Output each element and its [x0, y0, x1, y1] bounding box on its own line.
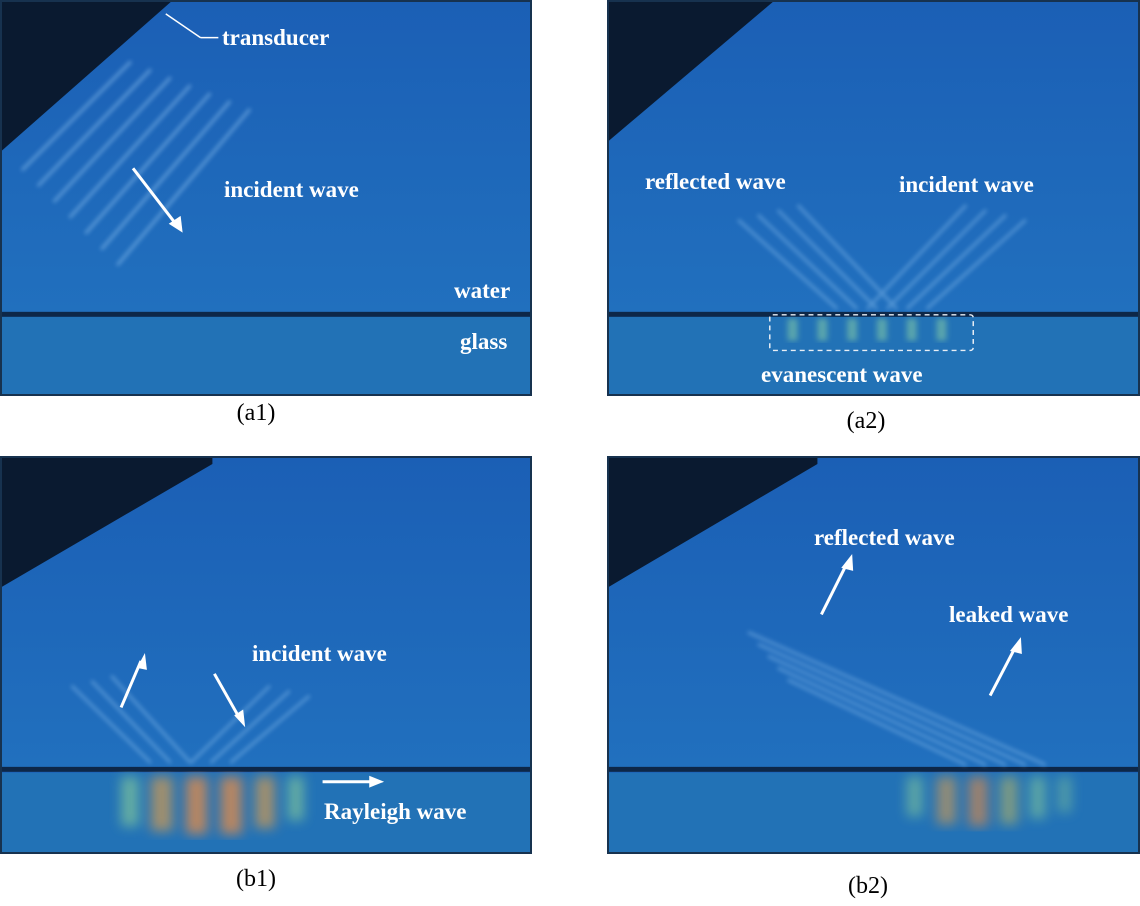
interface-line [2, 311, 530, 317]
transducer-shape [609, 2, 773, 141]
interference-pattern [737, 203, 1027, 310]
leaky-wavefronts [747, 630, 1047, 767]
panel-b1-scene [2, 458, 530, 852]
label-reflected-wave: reflected wave [814, 525, 955, 550]
glass-region [2, 316, 530, 394]
transducer-shape [2, 458, 213, 587]
rayleigh-pattern [906, 776, 1072, 827]
evanescent-pattern [787, 318, 947, 341]
caption-b1: (b1) [236, 866, 276, 892]
label-reflected-wave: reflected wave [645, 169, 786, 194]
panel-a1: transducer incident wave water glass [0, 0, 532, 396]
incident-arrow [131, 167, 180, 229]
panel-b2-scene [609, 458, 1138, 852]
interface-line [609, 766, 1138, 772]
label-leaked-wave: leaked wave [949, 602, 1069, 627]
reflected-arrow [820, 562, 849, 616]
label-rayleigh-wave: Rayleigh wave [324, 799, 467, 824]
rayleigh-pattern [121, 776, 304, 835]
label-water: water [454, 278, 511, 303]
label-transducer: transducer [222, 25, 330, 50]
reflected-arrow [119, 660, 143, 709]
panel-a1-scene [2, 2, 530, 394]
interference-pattern [70, 674, 311, 765]
panel-b2: reflected wave leaked wave [607, 456, 1140, 854]
caption-a1: (a1) [236, 400, 276, 426]
evanescent-box [769, 314, 974, 352]
transducer-leader-line [165, 13, 201, 39]
label-incident-wave: incident wave [224, 177, 359, 202]
label-evanescent-wave: evanescent wave [761, 362, 923, 387]
panel-b1: incident wave Rayleigh wave [0, 456, 532, 854]
panel-a2-scene [609, 2, 1138, 394]
incident-arrow [213, 673, 242, 721]
panel-a2: reflected wave incident wave evanescent … [607, 0, 1140, 396]
caption-a2: (a2) [846, 408, 886, 434]
interface-line [2, 766, 530, 772]
transducer-shape [609, 458, 818, 587]
label-incident-wave: incident wave [252, 641, 387, 666]
label-glass: glass [460, 329, 508, 354]
label-incident-wave: incident wave [899, 172, 1034, 197]
caption-b2: (b2) [848, 873, 888, 899]
leaked-arrow [988, 645, 1018, 697]
incident-wavefronts [20, 60, 252, 267]
transducer-shape [2, 2, 171, 151]
